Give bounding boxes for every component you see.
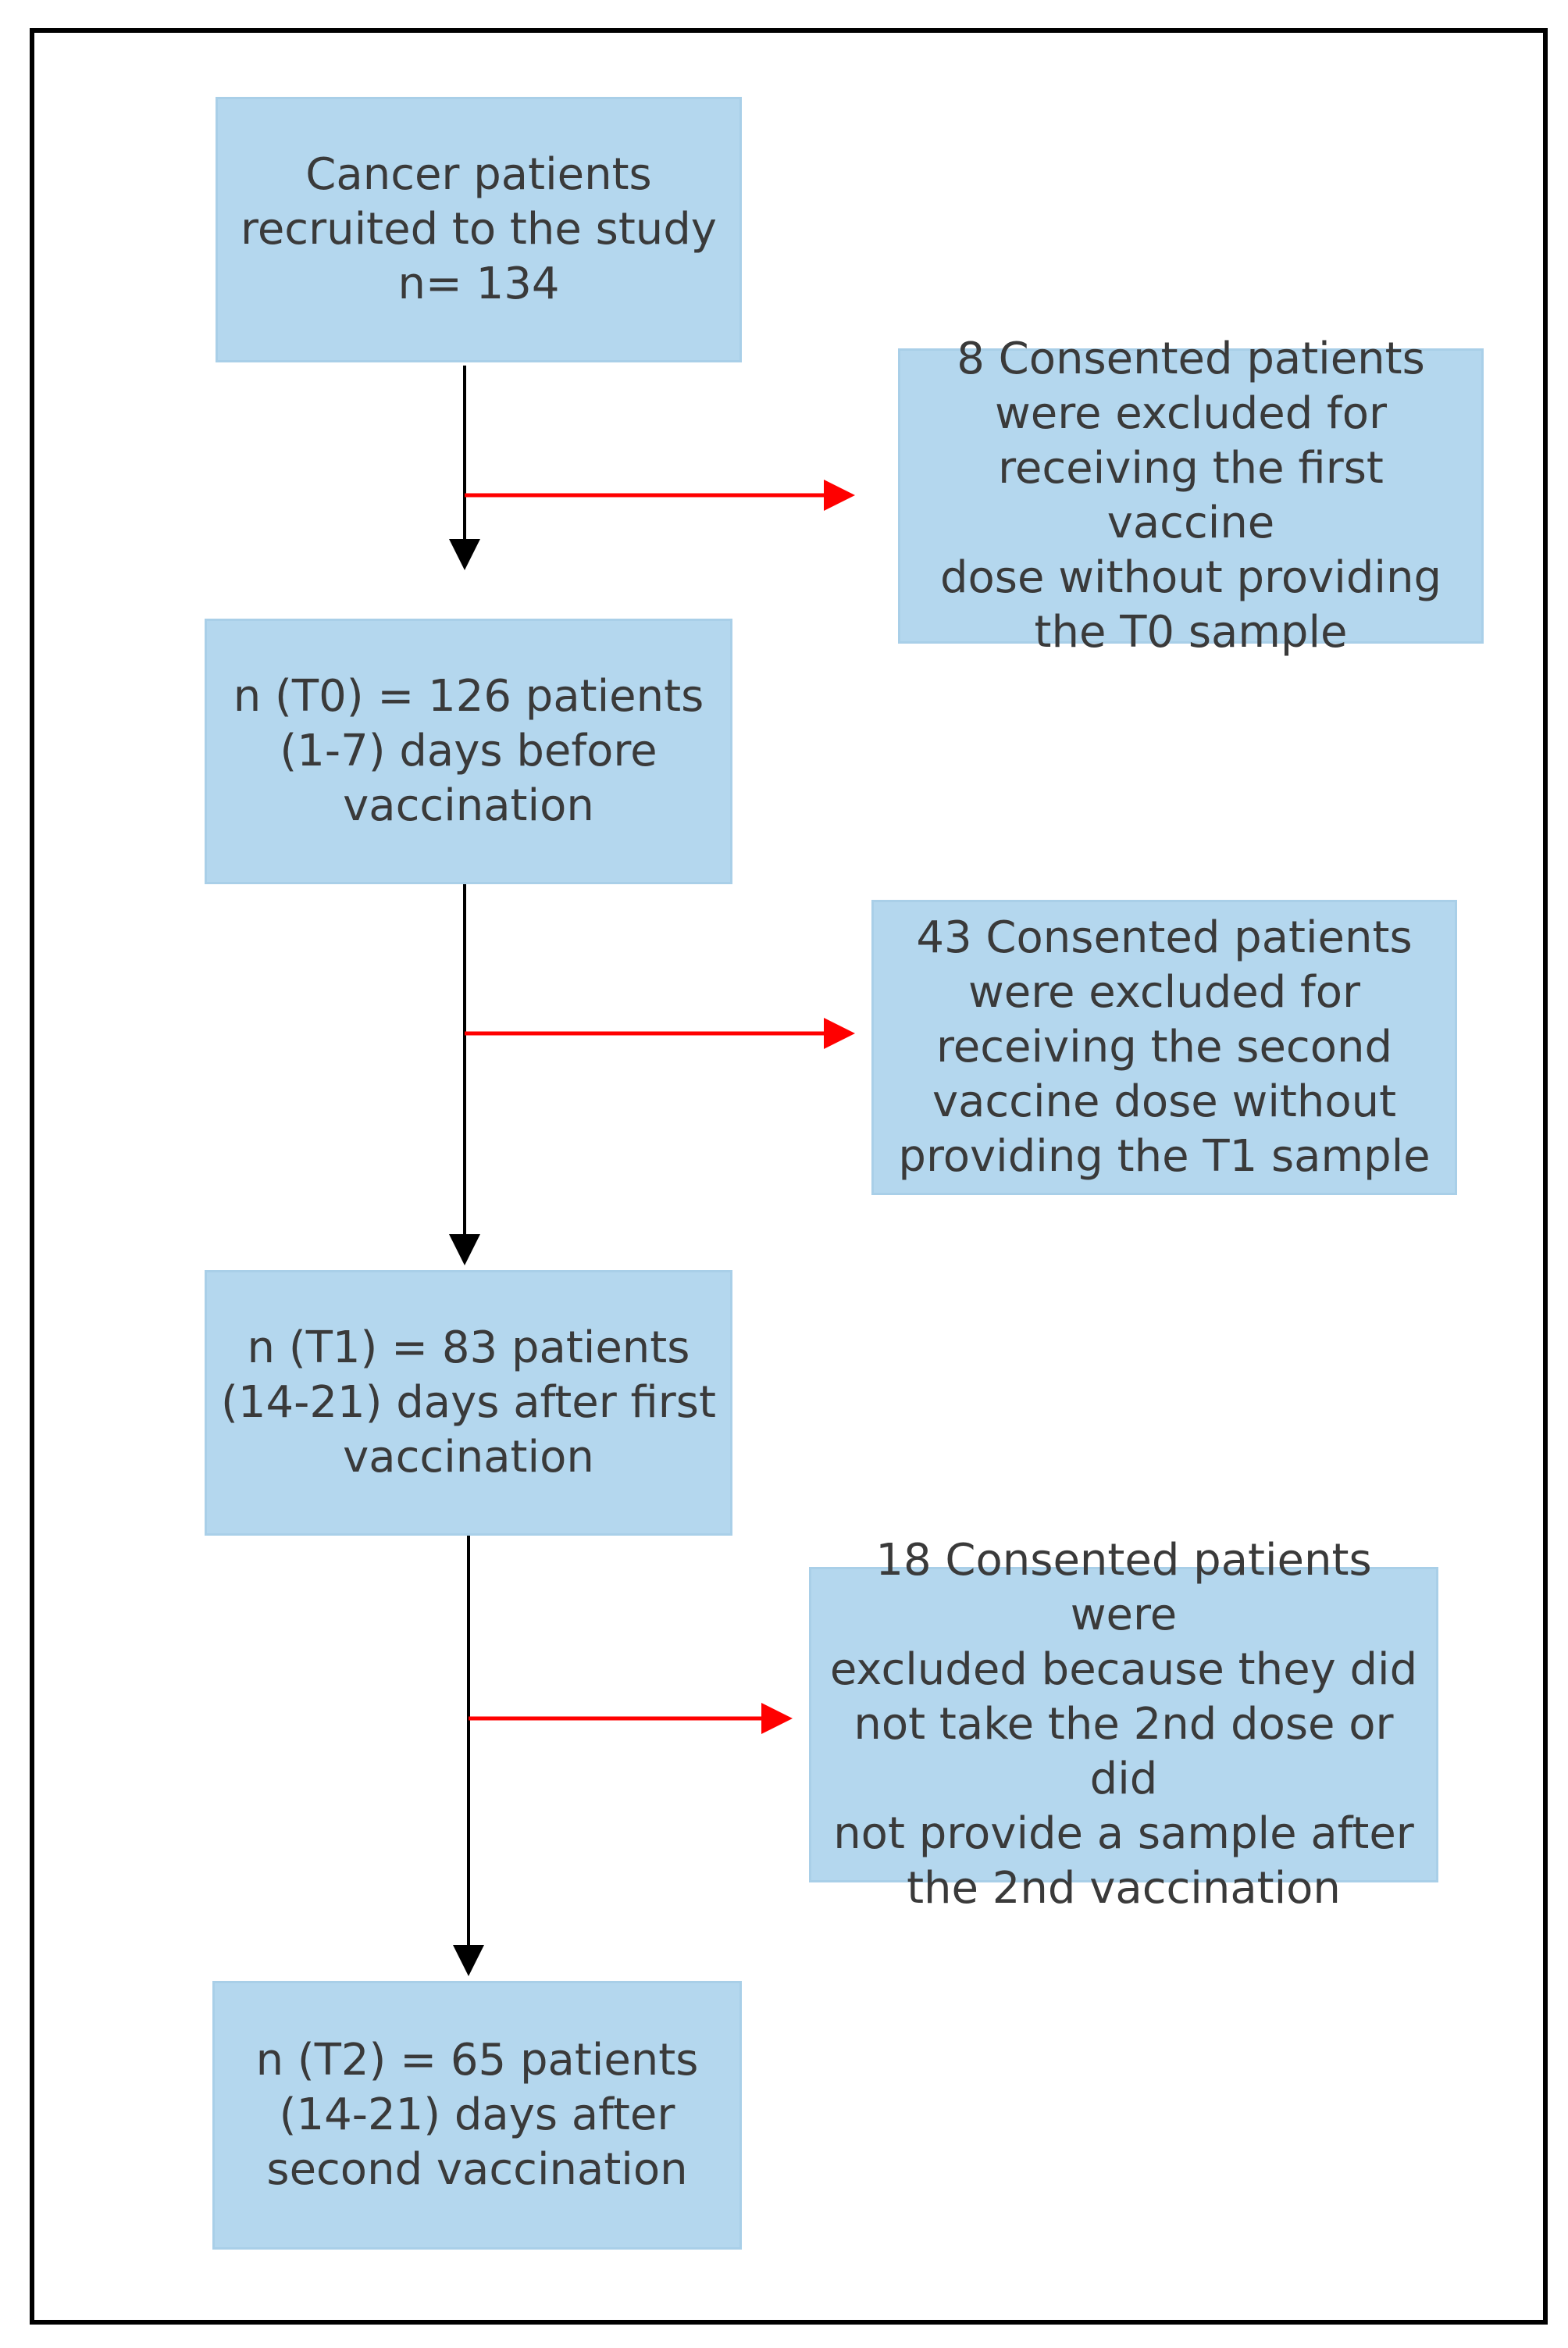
recruited-box: Cancer patients recruited to the study n… [216, 97, 742, 362]
t0-box: n (T0) = 126 patients (1-7) days before … [205, 619, 732, 884]
t2-box: n (T2) = 65 patients (14-21) days after … [212, 1981, 742, 2250]
t1-box: n (T1) = 83 patients (14-21) days after … [205, 1270, 732, 1536]
exclusion-box-3: 18 Consented patients were excluded beca… [809, 1535, 1438, 1914]
exclusion-box-2: 43 Consented patients were excluded for … [871, 900, 1457, 1195]
exclusion-box-1: 8 Consented patients were excluded for r… [898, 334, 1484, 658]
